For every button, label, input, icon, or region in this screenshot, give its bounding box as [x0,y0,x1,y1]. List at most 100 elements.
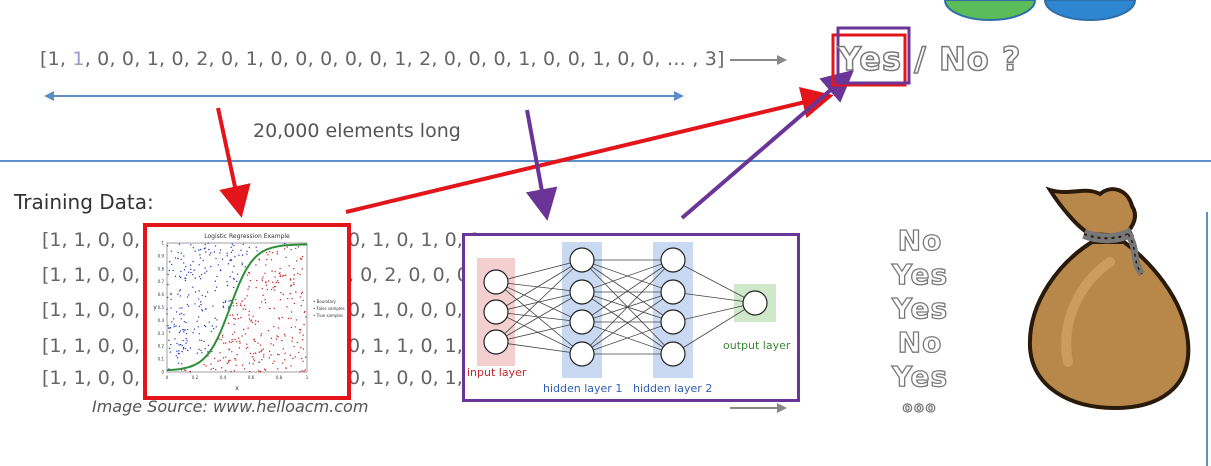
scatter-point [192,286,194,288]
scatter-point [183,369,186,371]
scatter-point [185,321,187,324]
scatter-point [304,310,306,313]
scatter-point [203,340,205,343]
scatter-point [291,340,293,342]
scatter-point [204,247,206,249]
scatter-point [240,249,242,252]
scatter-point [293,282,295,284]
training-row-right: 0, 1, 0, 1, 0, 1, [348,229,487,251]
scatter-point [264,369,267,371]
scatter-point [251,355,254,358]
scatter-point [289,278,292,280]
scatter-point [249,370,251,373]
network-edge [672,291,756,304]
scatter-point [263,354,265,356]
scatter-point [211,325,214,327]
scatter-point [227,361,230,363]
scatter-point [224,369,227,372]
scatter-point [222,305,224,307]
scatter-point [278,353,280,356]
scatter-point [233,331,236,333]
training-row-left: [1, 1, 0, 0, 0 [42,335,159,357]
scatter-point [171,321,173,323]
scatter-point [255,286,257,289]
scatter-point [304,369,307,371]
x-tick-label: 0 [166,375,169,380]
scatter-point [239,340,241,342]
vector-prefix: [1, [40,48,73,70]
scatter-point [182,328,184,331]
scatter-point [253,338,255,340]
scatter-point [167,327,170,329]
scatter-point [258,306,261,309]
image-source: Image Source: www.helloacm.com [92,397,369,416]
scatter-point [180,270,182,273]
scatter-point [235,280,238,283]
scatter-point [232,305,235,307]
scatter-point [185,274,188,276]
scatter-point [204,243,207,246]
scatter-point [201,339,203,342]
training-row-right: 0, 1, 0, 0, 0, [348,299,463,321]
network-edge [495,291,583,313]
scatter-point [222,306,225,309]
scatter-point [261,278,263,280]
scatter-point [297,272,299,275]
scatter-point [252,363,254,365]
scatter-point [268,350,271,353]
scatter-point [293,283,295,286]
y-ticks: 00.10.20.30.40.50.60.70.80.91 [158,241,165,375]
network-edge [495,259,583,313]
scatter-point [192,247,195,249]
legend-item: • False samples [313,306,345,311]
scatter-point [168,339,170,342]
scatter-point [169,327,171,329]
training-label: Yes [891,291,949,325]
scatter-point [184,347,187,350]
scatter-point [178,243,181,245]
scatter-point [224,301,227,303]
scatter-point [198,348,200,351]
scatter-point [262,348,264,350]
scatter-point [190,244,192,246]
scatter-point [247,327,249,329]
scatter-point [183,255,185,257]
scatter-points [166,242,307,373]
scatter-point [224,300,227,302]
scatter-point [234,255,236,258]
scatter-point [189,264,192,266]
scatter-point [241,262,243,264]
blue-circle-decoration [1043,0,1137,21]
network-edge [581,259,674,323]
scatter-point [199,339,201,341]
scatter-point [215,368,217,371]
scatter-point [225,342,227,344]
training-row-left: [1, 1, 0, 0, 0 [42,264,159,286]
scatter-point [217,264,219,266]
scatter-point [289,279,291,281]
scatter-point [237,273,239,275]
scatter-point [218,338,220,340]
scatter-point [270,354,272,356]
y-tick-label: 0.8 [158,266,165,271]
scatter-point [290,365,292,367]
scatter-point [170,293,172,296]
scatter-point [215,326,217,328]
input-layer-label: input layer [467,366,527,379]
scatter-point [198,333,200,335]
scatter-point [199,278,202,280]
scatter-point [287,297,289,300]
scatter-point [207,242,209,244]
scatter-point [234,298,237,301]
scatter-point [258,351,260,353]
scatter-point [202,259,204,262]
scatter-point [289,354,292,357]
scatter-point [298,351,300,354]
scatter-point [247,288,249,290]
network-node [483,299,509,325]
scatter-point [301,256,304,258]
scatter-point [297,246,300,248]
scatter-point [197,316,200,318]
scatter-point [198,264,200,266]
network-node [483,329,509,355]
